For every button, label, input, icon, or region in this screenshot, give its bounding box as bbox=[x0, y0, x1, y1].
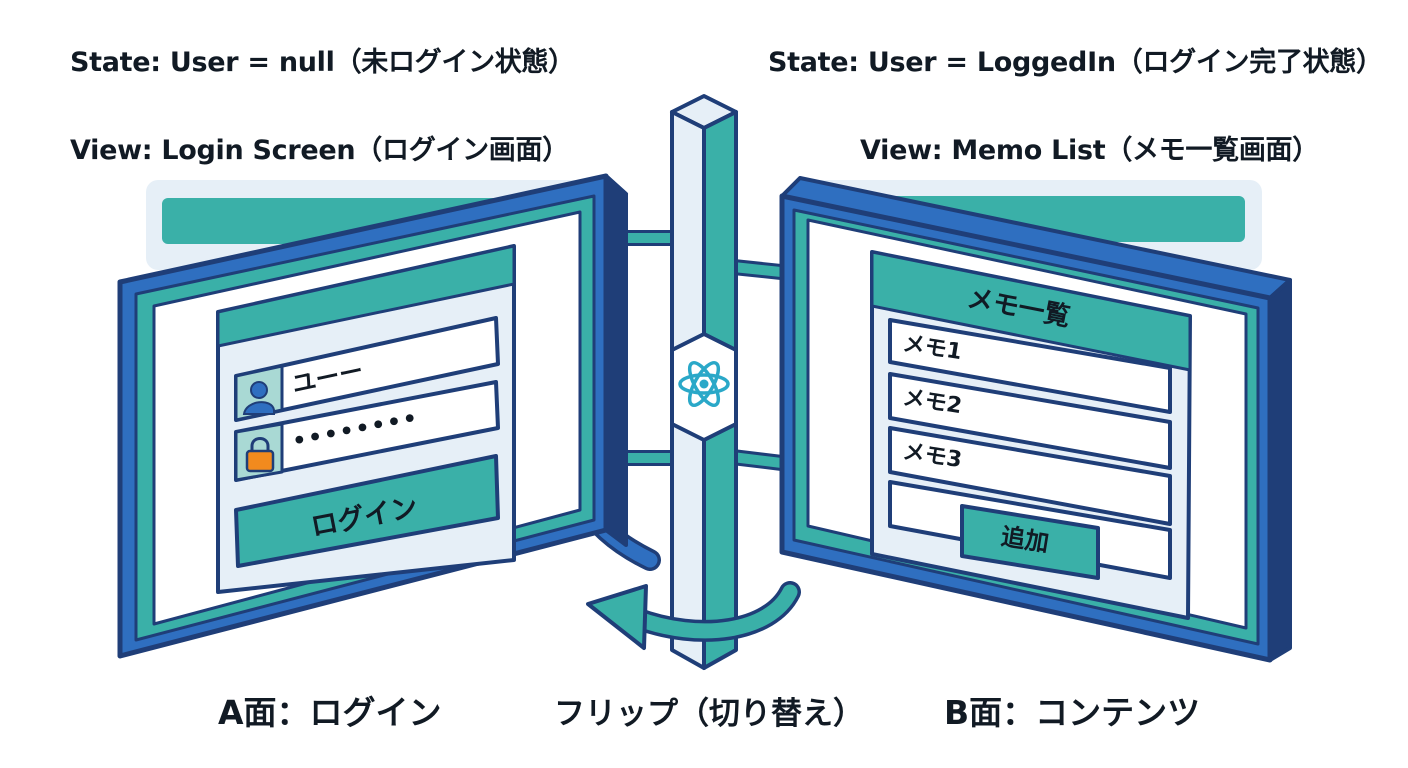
right-view-caption: View: Memo List（メモ一覧画面） bbox=[860, 135, 1319, 166]
right-state-caption: State: User = LoggedIn（ログイン完了状態） bbox=[768, 47, 1383, 78]
list-item[interactable]: メモ2 bbox=[888, 372, 1172, 470]
react-atom-icon bbox=[678, 360, 730, 408]
flip-arrow-down bbox=[586, 581, 801, 650]
list-item[interactable]: メモ1 bbox=[888, 318, 1172, 414]
flip-label: フリップ（切り替え） bbox=[554, 696, 864, 732]
left-state-caption: State: User = null（未ログイン状態） bbox=[70, 47, 575, 78]
list-item[interactable]: メモ3 bbox=[888, 426, 1172, 526]
left-view-caption: View: Login Screen（ログイン画面） bbox=[70, 135, 569, 166]
face-a-label: A面：ログイン bbox=[218, 693, 442, 732]
lock-icon bbox=[245, 437, 275, 473]
user-icon bbox=[242, 381, 275, 415]
add-button[interactable]: 追加 bbox=[960, 504, 1100, 580]
face-b-label: B面：コンテンツ bbox=[944, 693, 1201, 732]
login-button[interactable]: ログイン bbox=[234, 454, 500, 568]
